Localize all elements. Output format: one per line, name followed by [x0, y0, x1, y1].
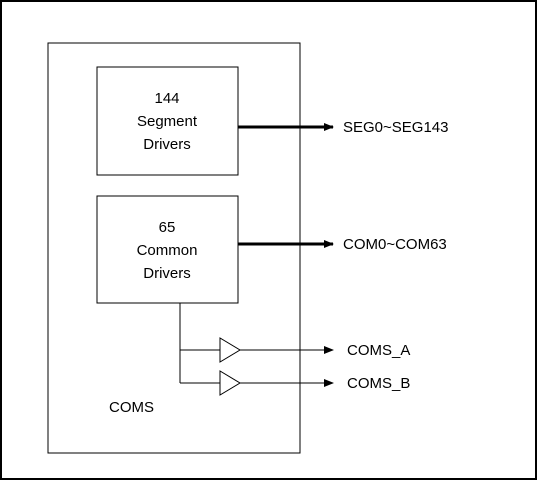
common-driver-block: 65 Common Drivers	[96, 195, 239, 304]
segment-driver-block: 144 Segment Drivers	[96, 66, 239, 176]
seg-output-label: SEG0~SEG143	[343, 119, 448, 136]
segment-driver-label-line2: Segment	[137, 113, 198, 130]
coms-b-label: COMS_B	[347, 375, 410, 392]
coms-a-buffer-icon	[219, 337, 241, 363]
segment-driver-label-line3: Drivers	[143, 136, 191, 153]
common-driver-label-line2: Common	[137, 242, 198, 259]
common-driver-count: 65	[159, 219, 176, 236]
chip-boundary	[47, 42, 301, 454]
common-driver-label-line3: Drivers	[143, 265, 191, 282]
common-driver-box	[96, 195, 239, 304]
coms-branch-wire	[179, 303, 220, 384]
segment-driver-count: 144	[154, 90, 179, 107]
coms-label: COMS	[109, 399, 154, 416]
coms-a-label: COMS_A	[347, 342, 410, 359]
com-output-label: COM0~COM63	[343, 236, 447, 253]
coms-b-buffer-icon	[219, 370, 241, 396]
segment-driver-box	[96, 66, 239, 176]
